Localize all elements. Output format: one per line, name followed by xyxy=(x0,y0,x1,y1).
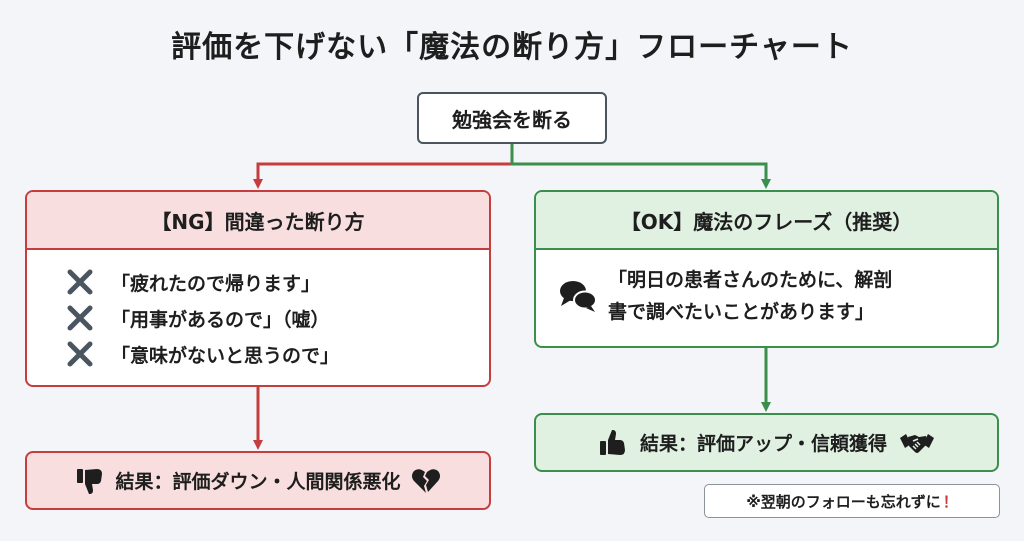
thumbs-up-icon xyxy=(599,429,625,455)
ok-result-text: 結果：評価アップ・信頼獲得 xyxy=(639,433,887,455)
ok-quote-line: 書で調べたいことがあります」 xyxy=(608,301,875,323)
follow-up-note-text: ※翌朝のフォローも忘れずに xyxy=(746,492,941,511)
ng-panel-header: 【NG】間違った断り方 xyxy=(27,192,489,250)
x-mark-icon xyxy=(67,269,93,295)
x-mark-icon xyxy=(67,341,93,367)
ng-panel: 【NG】間違った断り方 「疲れたので帰ります」 「用事があるので」（嘘） 「意味… xyxy=(25,190,491,387)
ok-panel: 【OK】魔法のフレーズ（推奨） 「明日の患者さんのために、解剖 書で調べたいこと… xyxy=(534,190,999,348)
ng-list: 「疲れたので帰ります」 「用事があるので」（嘘） 「意味がないと思うので」 xyxy=(27,250,489,372)
ng-item-text: 「疲れたので帰ります」 xyxy=(111,272,321,295)
ng-item-text: 「用事があるので」（嘘） xyxy=(111,308,330,331)
ng-result-text: 結果：評価ダウン・人間関係悪化 xyxy=(115,471,401,493)
ok-quote: 「明日の患者さんのために、解剖 書で調べたいことがあります」 xyxy=(608,264,892,328)
follow-up-note: ※翌朝のフォローも忘れずに ！ xyxy=(704,484,1000,518)
broken-heart-icon xyxy=(411,468,440,493)
x-mark-icon xyxy=(67,305,93,331)
ok-panel-header: 【OK】魔法のフレーズ（推奨） xyxy=(536,192,997,250)
connector-to-ng xyxy=(253,144,514,189)
exclamation-mark: ！ xyxy=(942,492,958,511)
handshake-icon xyxy=(900,433,934,453)
thumbs-down-icon xyxy=(77,468,103,494)
start-node: 勉強会を断る xyxy=(417,92,607,144)
speech-bubbles-icon xyxy=(560,281,597,312)
ng-item-text: 「意味がないと思うので」 xyxy=(111,344,340,367)
ng-item: 「疲れたので帰ります」 xyxy=(67,264,489,300)
ok-quote-line: 「明日の患者さんのために、解剖 xyxy=(608,269,893,291)
ng-result: 結果：評価ダウン・人間関係悪化 xyxy=(25,451,491,510)
ng-item: 「意味がないと思うので」 xyxy=(67,336,489,372)
connector-to-ok xyxy=(510,144,771,189)
ok-body: 「明日の患者さんのために、解剖 書で調べたいことがあります」 xyxy=(536,250,997,328)
start-node-label: 勉強会を断る xyxy=(452,107,572,132)
page-title: 評価を下げない「魔法の断り方」フローチャート xyxy=(171,30,853,65)
ok-result: 結果：評価アップ・信頼獲得 xyxy=(534,413,999,472)
ng-item: 「用事があるので」（嘘） xyxy=(67,300,489,336)
